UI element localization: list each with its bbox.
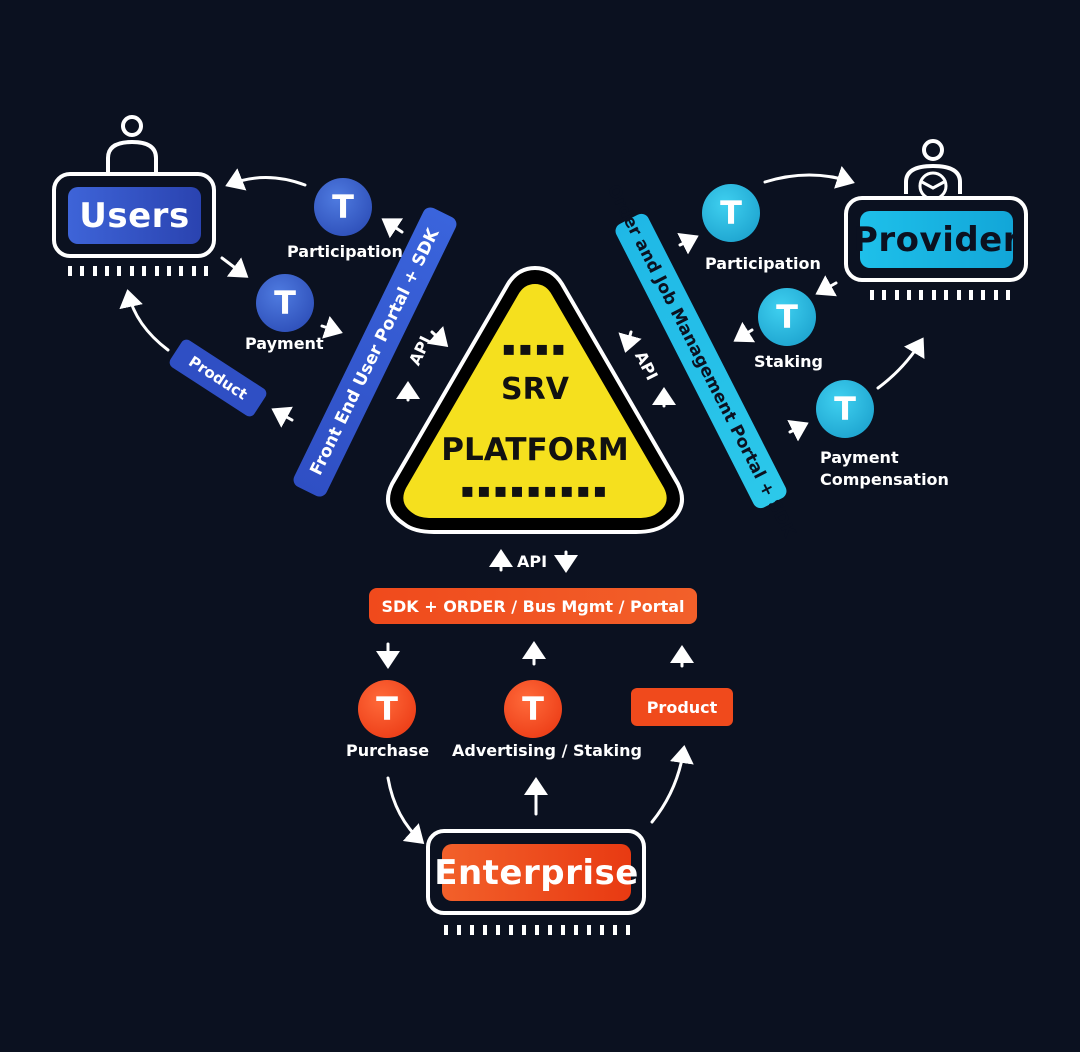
platform-top-dots: ▪▪▪▪ [501,336,569,360]
label-provider-compensation: Compensation [820,470,949,489]
provider-driver-icon [904,139,962,198]
user-person-icon [106,115,158,172]
provider-base-ticks [870,290,1010,300]
enterprise-label: Enterprise [434,852,639,893]
label-provider-staking: Staking [754,352,823,371]
token-glyph: T [332,188,354,226]
token-glyph: T [834,390,856,428]
label-enterprise-advertising: Advertising / Staking [452,741,642,760]
enterprise-product-tag: Product [631,688,733,726]
users-label: Users [79,195,190,236]
token-provider-payment-compensation: T [816,380,874,438]
users-base-ticks [68,266,208,276]
sdk-order-portal-bar[interactable]: SDK + ORDER / Bus Mgmt / Portal [369,588,697,624]
label-provider-participation: Participation [705,254,821,273]
arrow-portal-to-participation-r [677,232,699,255]
provider-label: Provider [852,219,1021,260]
enterprise-base-ticks [444,925,630,935]
platform-subtitle: PLATFORM [441,432,629,468]
users-box[interactable] [52,172,216,258]
arrow-portal-to-product [271,406,294,428]
arrow-portal-to-payment-comp [787,419,809,442]
enterprise-box[interactable] [426,829,646,915]
label-enterprise-purchase: Purchase [346,741,430,760]
users-label-panel: Users [68,187,201,244]
arrow-provider-to-staking [815,275,838,297]
token-users-participation: T [314,178,372,236]
token-enterprise-purchase: T [358,680,416,738]
token-glyph: T [776,298,798,336]
token-glyph: T [274,284,296,322]
enterprise-label-panel: Enterprise [434,844,638,901]
token-glyph: T [522,690,544,728]
arrow-payment-comp-to-provider [876,337,925,390]
provider-box[interactable] [844,196,1028,282]
arrow-portal-to-participation [381,218,404,239]
srv-platform-triangle [386,265,684,534]
arrow-product-to-users [119,289,170,352]
arrow-purchase-to-enterprise [386,776,425,844]
platform-title: SRV [501,372,569,407]
arrow-users-to-payment [220,256,249,278]
token-glyph: T [376,690,398,728]
label-users-participation: Participation [287,242,403,261]
api-right-down [618,330,642,353]
api-left-down [426,325,449,348]
arrow-participation-to-users [225,168,307,191]
arrow-payment-to-portal [320,315,343,339]
token-provider-participation: T [702,184,760,242]
token-enterprise-advertising: T [504,680,562,738]
platform-bottom-dots: ▪▪▪▪▪▪▪▪▪ [460,478,610,502]
token-glyph: T [720,194,742,232]
arrow-enterprise-to-product [650,745,694,824]
arrow-staking-to-portal [733,321,756,343]
label-provider-payment: Payment [820,448,899,467]
token-users-payment: T [256,274,314,332]
api-bottom-label: API [517,552,548,571]
token-provider-staking: T [758,288,816,346]
provider-label-panel: Provider [853,211,1020,268]
label-users-payment: Payment [245,334,324,353]
arrow-participation-to-provider [763,165,855,189]
